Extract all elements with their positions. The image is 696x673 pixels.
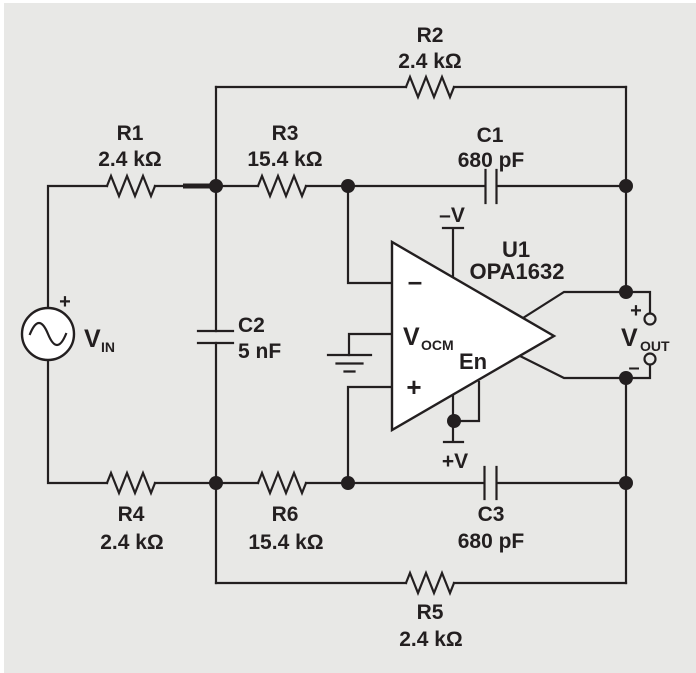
- r4-value-label: 2.4 kΩ: [100, 531, 164, 554]
- c1-ref-label: C1: [477, 124, 504, 147]
- c3-ref-label: C3: [478, 503, 505, 526]
- r1-ref-label: R1: [117, 122, 144, 145]
- resistor-r1: [105, 173, 157, 199]
- opamp-triangle: [390, 239, 557, 433]
- positive-supply-label: +V: [442, 450, 468, 473]
- terminal-vout-plus: [643, 312, 657, 326]
- negative-supply-label: –V: [439, 204, 465, 227]
- wire-vin-to-r4: [46, 358, 109, 485]
- ground-symbol: [326, 353, 373, 373]
- c1-value-label: 680 pF: [458, 149, 525, 172]
- u1-part-label: OPA1632: [470, 259, 565, 284]
- vout-plus-label: +: [630, 300, 642, 322]
- junction-enable-supply: [447, 414, 461, 428]
- wire-plus-terminal-branch: [624, 290, 652, 315]
- resistor-r4: [105, 470, 157, 496]
- junction-c1-output: [619, 179, 633, 193]
- wire-output-plus: [521, 290, 628, 320]
- sine-wave-icon: [28, 321, 68, 347]
- enable-label: En: [459, 349, 487, 374]
- terminal-vout-minus: [643, 352, 657, 366]
- capacitor-c2: [196, 329, 235, 345]
- junction-input-bottom: [209, 476, 223, 490]
- junction-c3-output: [619, 476, 633, 490]
- wire-vocm: [347, 332, 394, 357]
- vout-minus-label: –: [628, 357, 639, 379]
- negative-supply-pin: [441, 226, 465, 279]
- junction-input-top: [209, 179, 223, 193]
- resistor-r3: [256, 173, 308, 199]
- resistor-r5: [404, 570, 456, 596]
- r6-ref-label: R6: [272, 503, 299, 526]
- c2-value-label: 5 nF: [238, 340, 281, 363]
- r2-value-label: 2.4 kΩ: [398, 50, 462, 73]
- wire-enable: [452, 380, 481, 423]
- vout-label: V: [621, 324, 638, 352]
- wire-output-minus: [518, 354, 628, 380]
- junction-output-plus: [619, 285, 633, 299]
- r1-value-label: 2.4 kΩ: [98, 148, 162, 171]
- junction-noninverting-node: [341, 476, 355, 490]
- r2-ref-label: R2: [417, 24, 444, 47]
- wire-inverting-input: [346, 184, 394, 285]
- capacitor-c1: [484, 168, 498, 205]
- r5-value-label: 2.4 kΩ: [399, 628, 463, 651]
- capacitor-c3: [483, 465, 498, 501]
- r6-value-label: 15.4 kΩ: [248, 531, 323, 554]
- vocm-label: V: [403, 323, 420, 351]
- r4-ref-label: R4: [118, 503, 145, 526]
- c2-ref-label: C2: [238, 314, 265, 337]
- vout-subscript: OUT: [640, 338, 670, 354]
- resistor-r6: [256, 470, 308, 496]
- noninverting-input-label: +: [406, 372, 421, 402]
- wire-minus-terminal-branch: [624, 363, 652, 380]
- vin-label: V: [84, 325, 101, 353]
- vocm-subscript: OCM: [421, 337, 454, 353]
- junction-inverting-node: [341, 179, 355, 193]
- vin-polarity-label: +: [59, 291, 71, 313]
- u1-designator-label: U1: [502, 237, 530, 262]
- junction-output-minus: [619, 371, 633, 385]
- wire-vin-to-r1: [46, 184, 109, 310]
- r5-ref-label: R5: [417, 601, 444, 624]
- wire-noninverting-input: [346, 385, 394, 485]
- r3-ref-label: R3: [272, 122, 299, 145]
- resistor-r2: [404, 74, 456, 100]
- inverting-input-label: –: [408, 266, 422, 296]
- r3-value-label: 15.4 kΩ: [247, 148, 322, 171]
- vin-subscript: IN: [101, 339, 115, 355]
- c3-value-label: 680 pF: [458, 530, 525, 553]
